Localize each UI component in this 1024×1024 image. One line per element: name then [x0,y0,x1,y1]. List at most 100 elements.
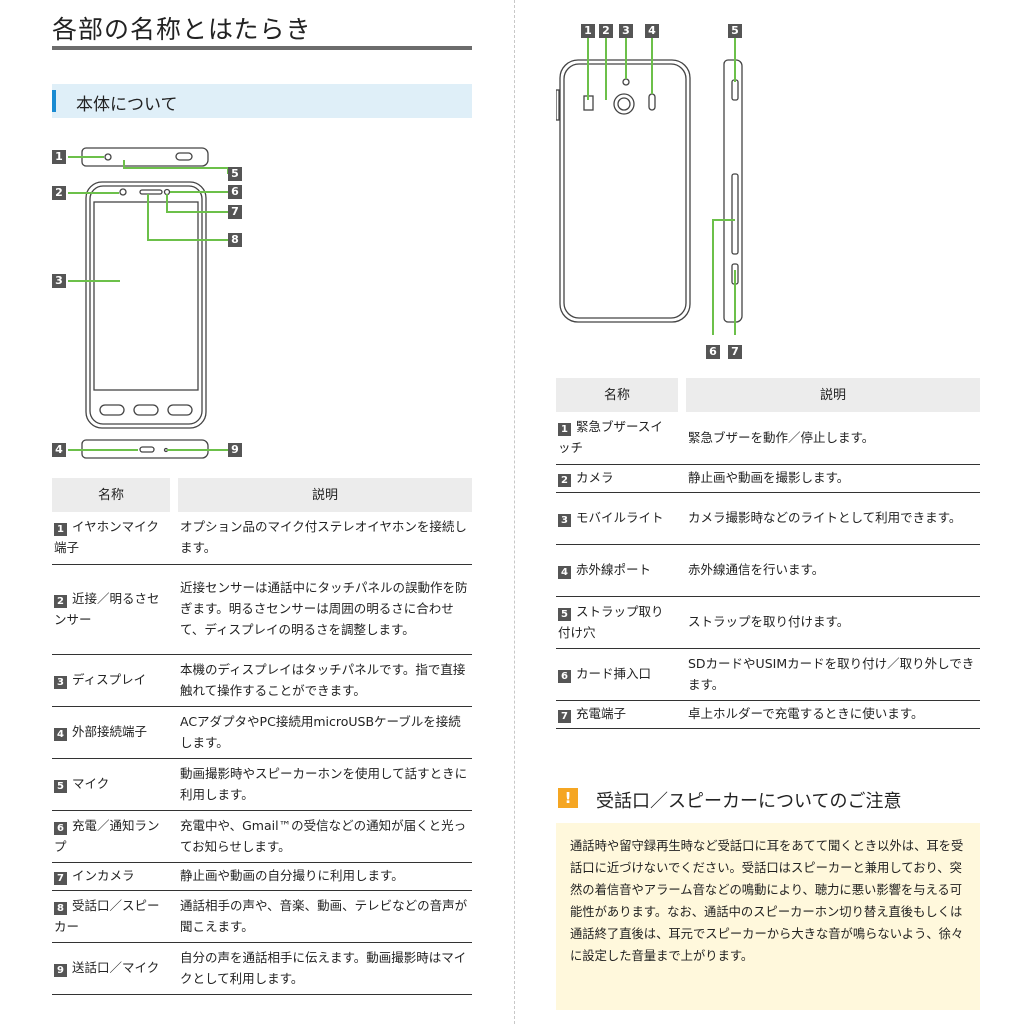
part-number-badge: 5 [54,780,67,793]
front-callout-5: 5 [228,167,242,181]
part-name: 送話口／マイク [72,960,160,975]
back-callout-5: 5 [728,24,742,38]
part-name-cell: 6 カード挿入口 [556,648,682,701]
part-description: ストラップを取り付けます。 [682,596,980,649]
part-name-cell: 7 インカメラ [52,862,174,891]
part-name-cell: 4 赤外線ポート [556,544,682,597]
part-description: SDカードやUSIMカードを取り付け／取り外しできます。 [682,648,980,701]
part-name-cell: 5 マイク [52,758,174,811]
phone-back-figure: 1 2 3 4 5 6 7 [556,20,756,365]
back-callout-1: 1 [581,24,595,38]
part-number-badge: 6 [558,670,571,683]
part-name: ストラップ取り付け穴 [558,603,664,640]
table-row: 7 充電端子 卓上ホルダーで充電するときに使います。 [556,700,980,729]
back-callout-7: 7 [728,345,742,359]
part-name: 充電端子 [576,706,627,721]
back-callout-6: 6 [706,345,720,359]
part-name: インカメラ [72,868,135,883]
part-number-badge: 6 [54,821,67,835]
section-accent-bar [52,90,56,112]
part-name: 赤外線ポート [576,562,652,577]
part-description: 静止画や動画を撮影します。 [682,464,980,493]
column-header-name: 名称 [556,378,686,412]
part-description: 赤外線通信を行います。 [682,544,980,597]
front-callout-8: 8 [228,233,242,247]
part-name: マイク [72,776,110,791]
section-heading: 本体について [52,84,472,118]
part-description: 充電中や、Gmail™の受信などの通知が届くと光ってお知らせします。 [174,810,472,863]
part-description: 近接センサーは通話中にタッチパネルの誤動作を防ぎます。明るさセンサーは周囲の明る… [174,564,472,655]
column-header-name: 名称 [52,478,178,512]
column-header-desc: 説明 [682,378,980,412]
front-callout-1: 1 [52,150,66,164]
part-description: 本機のディスプレイはタッチパネルです。指で直接触れて操作することができます。 [174,654,472,707]
part-number-badge: 2 [54,594,67,608]
part-number-badge: 4 [558,566,571,579]
part-description: 動画撮影時やスピーカーホンを使用して話すときに利用します。 [174,758,472,811]
front-callout-4: 4 [52,443,66,457]
front-callout-3: 3 [52,274,66,288]
part-number-badge: 1 [558,423,571,437]
front-callout-6: 6 [228,185,242,199]
part-number-badge: 7 [558,710,571,723]
part-number-badge: 1 [54,523,67,537]
phone-back-drawing [556,38,743,335]
caution-body: 通話時や留守録再生時など受話口に耳をあてて聞くとき以外は、耳を受話口に近づけない… [556,823,980,1010]
phone-front-drawing [68,147,229,459]
table-row: 5 マイク 動画撮影時やスピーカーホンを使用して話すときに利用します。 [52,758,472,811]
table-header-row: 名称 説明 [52,478,472,512]
column-header-desc: 説明 [174,478,472,512]
part-description: 通話相手の声や、音楽、動画、テレビなどの音声が聞こえます。 [174,890,472,943]
part-description: 卓上ホルダーで充電するときに使います。 [682,700,980,729]
part-number-badge: 7 [54,872,67,885]
caution-heading: ! 受話口／スピーカーについてのご注意 [556,784,980,812]
part-description: カメラ撮影時などのライトとして利用できます。 [682,492,980,545]
part-description: オプション品のマイク付ステレオイヤホンを接続します。 [174,512,472,565]
front-callout-9: 9 [228,443,242,457]
part-name: 充電／通知ランプ [54,817,160,854]
part-name: 近接／明るさセンサー [54,590,160,627]
part-name: モバイルライト [576,510,664,525]
part-name: カメラ [576,470,614,485]
part-description: 静止画や動画の自分撮りに利用します。 [174,862,472,891]
column-divider [514,0,515,1024]
section-title: 本体について [76,95,178,115]
part-number-badge: 8 [54,901,67,915]
part-number-badge: 3 [54,676,67,689]
back-callout-3: 3 [619,24,633,38]
front-callout-7: 7 [228,205,242,219]
part-description: 緊急ブザーを動作／停止します。 [682,412,980,465]
table-header-row: 名称 説明 [556,378,980,412]
warning-icon: ! [558,788,578,808]
page-title: 各部の名称とはたらき [52,15,312,44]
part-name: 外部接続端子 [72,724,148,739]
back-callout-2: 2 [599,24,613,38]
front-callout-2: 2 [52,186,66,200]
table-row: 7 インカメラ 静止画や動画の自分撮りに利用します。 [52,862,472,891]
title-rule [52,46,472,50]
part-name: カード挿入口 [576,666,652,681]
part-description: ACアダプタやPC接続用microUSBケーブルを接続します。 [174,706,472,759]
phone-front-figure: 1 5 2 6 7 8 3 4 9 [52,140,252,460]
part-number-badge: 5 [558,607,571,621]
part-name: 緊急ブザースイッチ [558,419,663,456]
part-name: 受話口／スピーカー [54,897,160,934]
